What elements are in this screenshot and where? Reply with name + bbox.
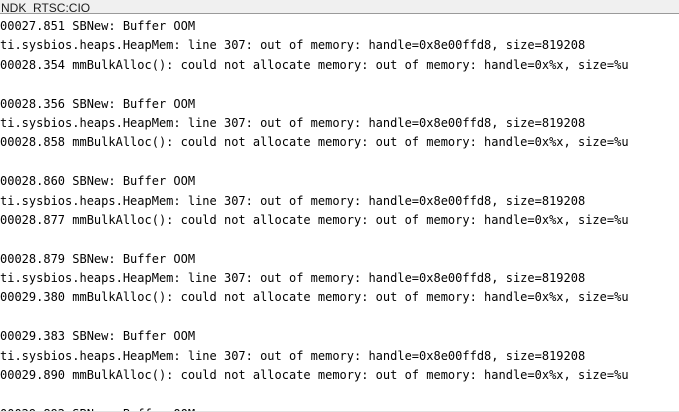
log-line: 00028.877 mmBulkAlloc(): could not alloc…	[0, 212, 629, 227]
log-line-blank	[0, 385, 679, 404]
log-line: 00028.354 mmBulkAlloc(): could not alloc…	[0, 57, 629, 72]
log-line: 00029.383 SBNew: Buffer OOM	[0, 329, 196, 344]
console-log-output[interactable]: 00027.851 SBNew: Buffer OOM ti.sysbios.he…	[0, 14, 679, 411]
log-line: ti.sysbios.heaps.HeapMem: line 307: out …	[0, 193, 586, 208]
tab-bar: NDK_RTSC:CIO	[0, 0, 679, 14]
log-line: ti.sysbios.heaps.HeapMem: line 307: out …	[0, 348, 586, 363]
log-line: 00027.851 SBNew: Buffer OOM	[0, 19, 196, 33]
tab-ndk-rtsc-cio[interactable]: NDK_RTSC:CIO	[0, 0, 97, 14]
log-line-blank	[0, 308, 679, 327]
log-line: 00029.380 mmBulkAlloc(): could not alloc…	[0, 290, 629, 305]
log-line: 00028.860 SBNew: Buffer OOM	[0, 174, 196, 189]
log-line: 00028.858 mmBulkAlloc(): could not alloc…	[0, 135, 629, 150]
log-line: 00029.892 SBNew: Buffer OOM	[0, 405, 679, 411]
log-line: ti.sysbios.heaps.HeapMem: line 307: out …	[0, 271, 586, 286]
log-line: ti.sysbios.heaps.HeapMem: line 307: out …	[0, 38, 586, 53]
log-line: 00029.890 mmBulkAlloc(): could not alloc…	[0, 368, 629, 383]
log-line: 00028.879 SBNew: Buffer OOM	[0, 251, 196, 266]
log-line: ti.sysbios.heaps.HeapMem: line 307: out …	[0, 115, 586, 130]
tab-label: NDK_RTSC:CIO	[1, 1, 91, 14]
log-line-blank	[0, 230, 679, 249]
log-line-blank	[0, 75, 679, 94]
log-line-blank	[0, 153, 679, 172]
log-line: 00028.356 SBNew: Buffer OOM	[0, 96, 196, 111]
